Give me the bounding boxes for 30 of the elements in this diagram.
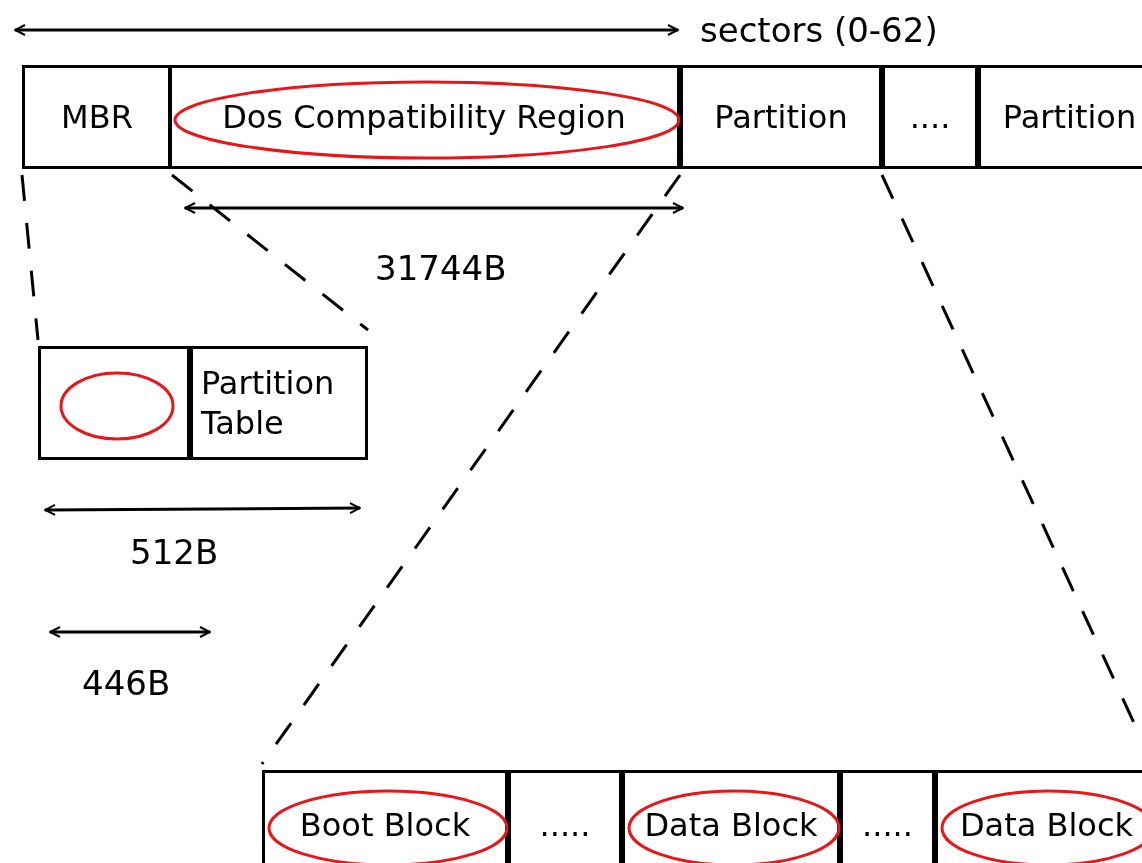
memory-cell [680,65,882,169]
memory-cell [978,65,1142,169]
memory-cell [882,65,978,169]
dimension-label: 31744B [375,248,507,288]
cell-label: Partition [714,97,848,137]
cell-label: Dos Compatibility Region [222,97,626,137]
cell-label: Partition [1002,97,1137,137]
cell-label: Data Block [644,805,818,845]
cell-label: Data Block [959,805,1134,845]
memory-cell [22,65,172,169]
leader-line [171,173,369,332]
dimension-label: 446B [82,663,171,703]
cell-label: .... [909,97,951,137]
leader-line [20,174,40,341]
leader-line [260,174,682,765]
memory-cell [935,770,1142,863]
cell-label: Partition Table [201,363,336,443]
cell-label: ..... [539,805,591,845]
cell-label: ..... [862,805,913,845]
memory-cell [840,770,935,863]
cell-label: MBR [61,97,133,137]
memory-cell [262,770,508,863]
memory-cell [168,65,680,169]
memory-cell [38,346,190,460]
dimension-label: 512B [130,532,219,572]
cell-label: Boot Block [299,805,471,845]
memory-cell [622,770,840,863]
memory-cell [508,770,622,863]
memory-cell [190,346,368,460]
dimension-label: sectors (0-62) [700,10,938,50]
